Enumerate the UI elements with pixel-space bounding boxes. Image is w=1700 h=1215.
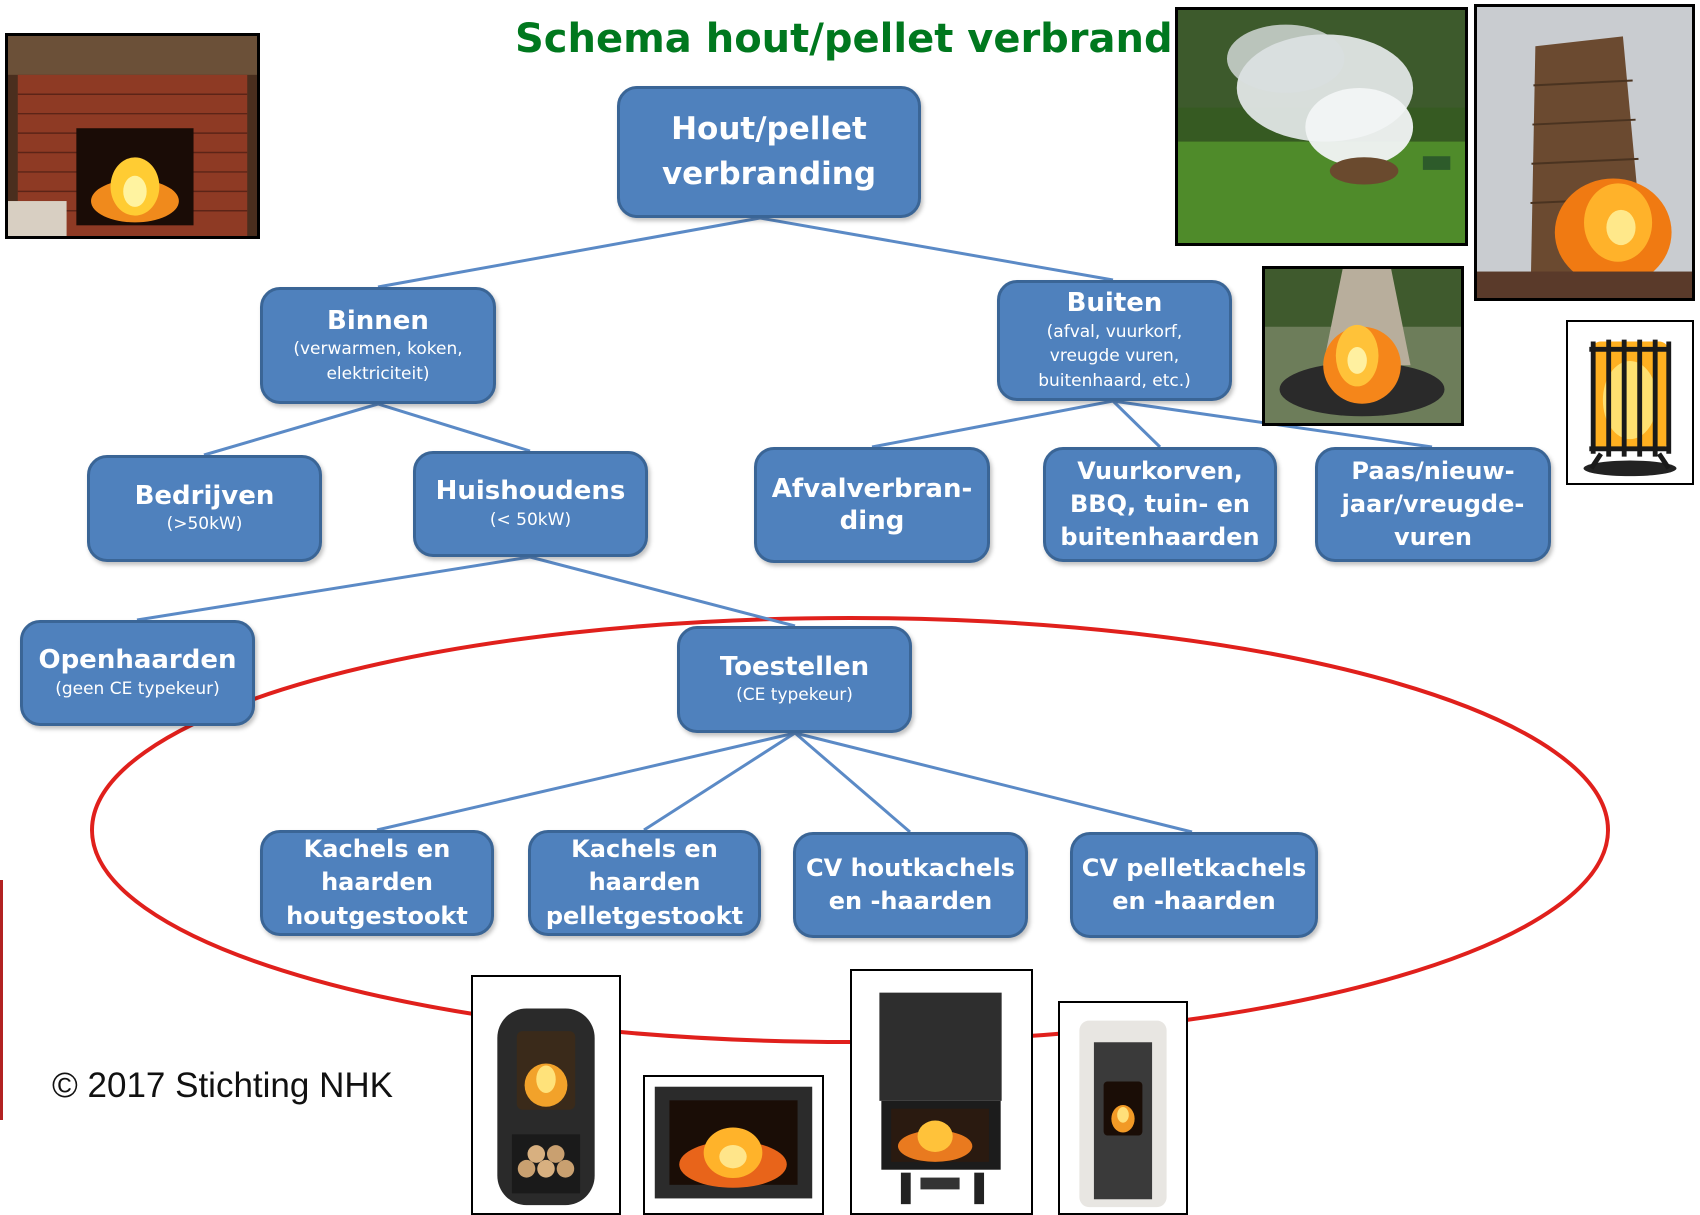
node-bedrijven-sub: (>50kW) <box>166 514 243 535</box>
connector-toestellen-kachels-hout <box>376 731 796 832</box>
insert-fireplace-photo <box>643 1075 824 1215</box>
connector-buiten-vuurkorven <box>1111 399 1162 449</box>
fire-pit-photo <box>1262 266 1464 426</box>
fireplace-photo <box>5 33 260 239</box>
node-kachels-hout: Kachels en haarden houtgestookt <box>260 830 494 936</box>
node-afvalverbranding: Afvalverbran- ding <box>754 447 990 563</box>
node-vuurkorven-title: Vuurkorven, BBQ, tuin- en buitenhaarden <box>1060 456 1260 552</box>
node-kachels-pellet: Kachels en haarden pelletgestookt <box>528 830 761 936</box>
connector-huishoudens-toestellen <box>529 555 796 628</box>
connector-binnen-bedrijven <box>203 402 379 457</box>
left-edge-accent <box>0 880 3 1120</box>
connector-toestellen-cv-pellet <box>794 731 1193 834</box>
node-binnen-title: Binnen <box>327 305 429 336</box>
fire-basket-photo <box>1566 320 1694 485</box>
node-cv-hout: CV houtkachels en -haarden <box>793 832 1028 938</box>
connector-buiten-afval <box>871 399 1114 449</box>
node-buiten-sub: (afval, vuurkorf, vreugde vuren, buitenh… <box>1038 321 1191 392</box>
node-openhaarden-title: Openhaarden <box>38 645 237 676</box>
node-vuurkorven: Vuurkorven, BBQ, tuin- en buitenhaarden <box>1043 447 1277 562</box>
node-toestellen: Toestellen (CE typekeur) <box>677 626 912 733</box>
node-paas-title: Paas/nieuw- jaar/vreugde- vuren <box>1341 456 1525 552</box>
node-huishoudens-title: Huishoudens <box>435 476 626 507</box>
connector-root-buiten <box>759 216 1114 282</box>
node-bedrijven-title: Bedrijven <box>134 480 275 511</box>
node-binnen-sub: (verwarmen, koken, elektriciteit) <box>293 339 463 384</box>
node-openhaarden: Openhaarden (geen CE typekeur) <box>20 620 255 726</box>
node-cv-pellet-title: CV pelletkachels en -haarden <box>1081 853 1307 915</box>
connector-binnen-huishoudens <box>377 402 531 453</box>
connector-toestellen-kachels-pellet <box>643 731 796 832</box>
node-paas: Paas/nieuw- jaar/vreugde- vuren <box>1315 447 1551 562</box>
cv-fireplace-photo <box>850 969 1033 1215</box>
node-cv-pellet: CV pelletkachels en -haarden <box>1070 832 1318 938</box>
node-bedrijven: Bedrijven (>50kW) <box>87 455 322 562</box>
bonfire-tower-photo <box>1474 4 1695 301</box>
node-openhaarden-sub: (geen CE typekeur) <box>55 678 220 699</box>
node-kachels-hout-title: Kachels en haarden houtgestookt <box>286 835 468 930</box>
wood-stove-photo <box>471 975 621 1215</box>
node-buiten-title: Buiten <box>1066 288 1163 319</box>
node-huishoudens-sub: (< 50kW) <box>489 509 572 530</box>
page-title: Schema hout/pellet verbranding <box>515 16 1244 62</box>
node-buiten: Buiten (afval, vuurkorf, vreugde vuren, … <box>997 280 1232 401</box>
connector-huishoudens-openhaarden <box>136 555 531 622</box>
copyright-text: © 2017 Stichting NHK <box>52 1066 393 1105</box>
node-cv-hout-title: CV houtkachels en -haarden <box>806 853 1015 915</box>
node-afval-title: Afvalverbran- ding <box>771 473 973 537</box>
node-toestellen-sub: (CE typekeur) <box>736 685 853 706</box>
node-root: Hout/pellet verbranding <box>617 86 921 218</box>
connector-toestellen-cv-hout <box>794 731 911 834</box>
garden-smoke-photo <box>1175 7 1468 246</box>
pellet-stove-photo <box>1058 1001 1188 1215</box>
connector-root-binnen <box>377 216 761 289</box>
node-kachels-pellet-title: Kachels en haarden pelletgestookt <box>545 835 744 930</box>
node-binnen: Binnen (verwarmen, koken, elektriciteit) <box>260 287 496 404</box>
node-toestellen-title: Toestellen <box>719 651 870 682</box>
node-huishoudens: Huishoudens (< 50kW) <box>413 451 648 557</box>
node-root-title: Hout/pellet verbranding <box>661 111 877 192</box>
